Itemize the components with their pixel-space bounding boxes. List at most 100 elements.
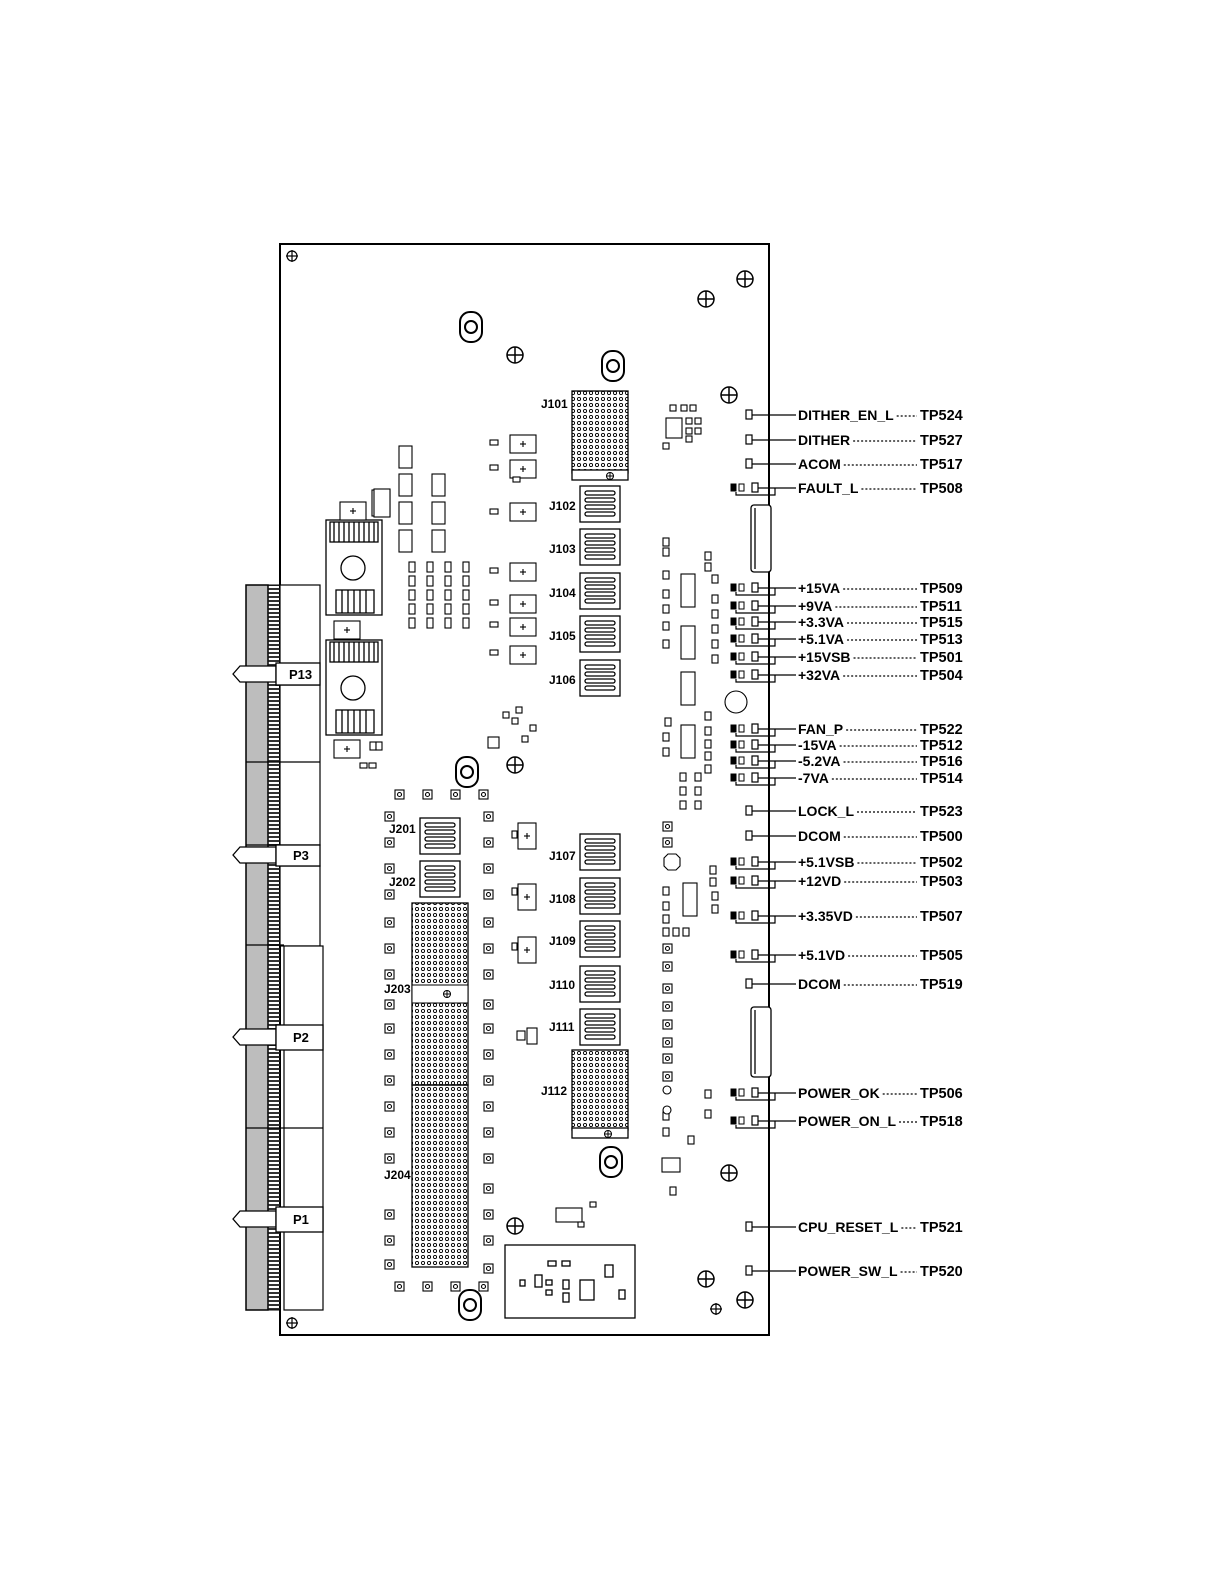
- signal-label: +32VA: [798, 667, 840, 683]
- via: [483, 969, 494, 980]
- tp-pad-filled: [730, 617, 737, 626]
- via: [384, 1101, 395, 1112]
- via: [662, 983, 673, 994]
- tp-pad: [738, 652, 745, 661]
- round-capacitor: [724, 690, 748, 714]
- tp-trace: [735, 606, 776, 614]
- label-j101: J101: [541, 397, 568, 411]
- signal-label: ACOM: [798, 456, 841, 472]
- via: [662, 943, 673, 954]
- edge-connector-block: [245, 584, 324, 1311]
- smd: [662, 589, 670, 599]
- standoff-4: [599, 1146, 623, 1178]
- via: [483, 837, 494, 848]
- label-j106: J106: [549, 673, 576, 687]
- ic: [680, 573, 696, 608]
- via: [483, 999, 494, 1010]
- tp-contact: [745, 978, 753, 989]
- smd: [511, 830, 518, 839]
- ribbon-11: [419, 817, 461, 855]
- latch-p13: [232, 662, 321, 686]
- ribbon-6: [579, 833, 621, 871]
- fiducial-2: [697, 290, 715, 308]
- pad: [489, 439, 499, 446]
- resistor: [426, 589, 434, 601]
- smd: [711, 639, 719, 649]
- tp-pad-filled: [730, 724, 737, 733]
- smd: [680, 404, 688, 412]
- smd: [685, 435, 693, 443]
- polarized-cap-12: [517, 822, 537, 850]
- via: [450, 789, 461, 800]
- label-p3: P3: [293, 848, 309, 863]
- resistor: [462, 617, 470, 629]
- signal-label: +15VSB: [798, 649, 851, 665]
- polarized-cap-misc: [663, 853, 681, 871]
- smd: [662, 927, 670, 937]
- capacitor: [398, 501, 413, 525]
- ribbon-12: [419, 860, 461, 898]
- via: [450, 1281, 461, 1292]
- resistor: [408, 575, 416, 587]
- signal-label: POWER_SW_L: [798, 1263, 898, 1279]
- tp-pad-filled: [730, 1116, 737, 1125]
- resistor: [426, 603, 434, 615]
- via: [422, 789, 433, 800]
- via: [662, 1001, 673, 1012]
- connector-j112: [571, 1049, 629, 1139]
- via: [384, 889, 395, 900]
- resistor: [408, 561, 416, 573]
- smd: [521, 735, 529, 743]
- smd: [687, 1135, 695, 1145]
- tp-contact: [751, 633, 759, 644]
- smd: [704, 764, 712, 774]
- via: [483, 889, 494, 900]
- via: [483, 917, 494, 928]
- tp-contact: [745, 1221, 753, 1232]
- tp-contact: [751, 669, 759, 680]
- smd: [359, 762, 368, 769]
- polarized-cap-10: [333, 620, 361, 640]
- tp-contact: [751, 582, 759, 593]
- smd: [555, 1207, 583, 1223]
- tp-pad-filled: [730, 652, 737, 661]
- fiducial-8: [697, 1270, 715, 1288]
- resistor: [462, 575, 470, 587]
- tp-contact: [751, 616, 759, 627]
- smd: [685, 417, 693, 425]
- tp-pad: [738, 583, 745, 592]
- smd: [662, 442, 670, 450]
- via: [384, 1127, 395, 1138]
- tp-label: TP503: [920, 874, 963, 890]
- tp-pad: [738, 601, 745, 610]
- via: [384, 1023, 395, 1034]
- tp-contact: [745, 458, 753, 469]
- latch-p1: [232, 1206, 324, 1233]
- via: [384, 1049, 395, 1060]
- signal-label: +9VA: [798, 598, 832, 614]
- smd: [694, 427, 702, 435]
- signal-label: DCOM: [798, 828, 841, 844]
- label-j201: J201: [389, 822, 416, 836]
- fiducial-4: [720, 386, 738, 404]
- label-j103: J103: [549, 542, 576, 556]
- tp-label: TP523: [920, 804, 963, 820]
- tp-pad: [738, 1116, 745, 1125]
- smd: [704, 739, 712, 749]
- tp-label: TP511: [920, 599, 962, 615]
- latch-p3: [232, 844, 321, 867]
- ribbon-9: [579, 965, 621, 1003]
- tp-label: TP519: [920, 977, 963, 993]
- smd: [711, 574, 719, 584]
- signal-label: FAN_P: [798, 721, 843, 737]
- smd: [679, 800, 687, 810]
- smd: [711, 609, 719, 619]
